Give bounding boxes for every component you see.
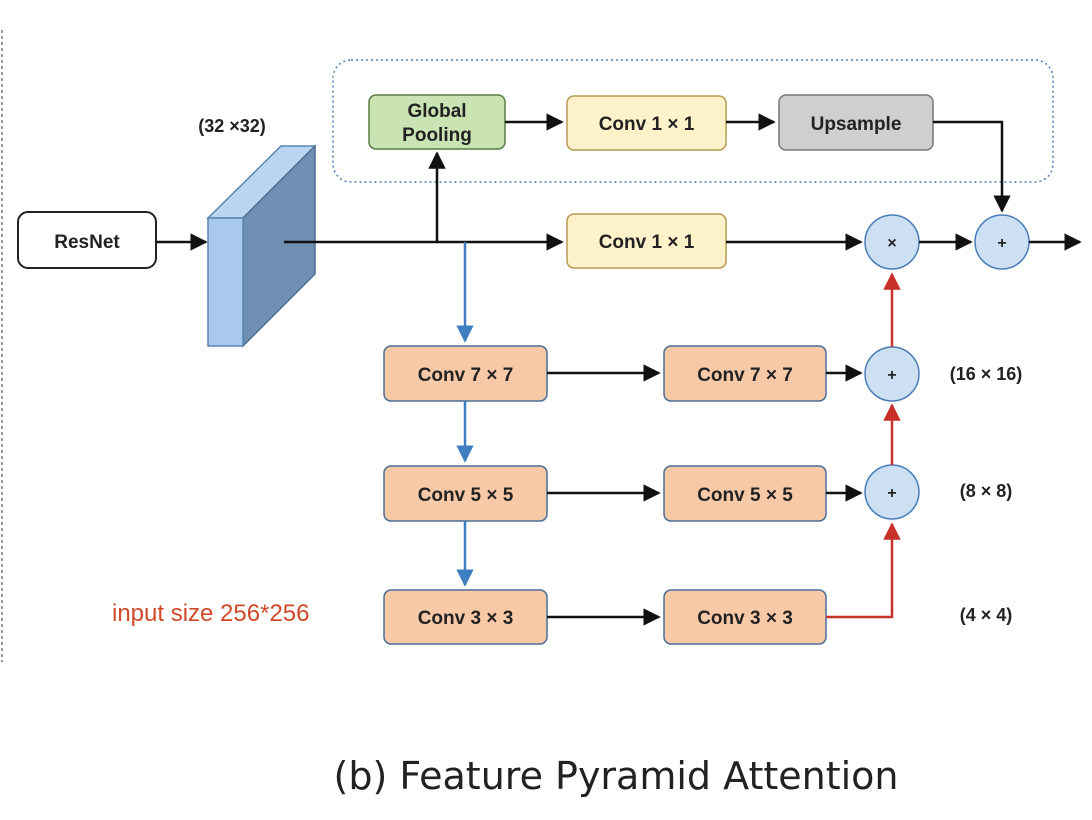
global-conv-1x1-node: Conv 1 × 1	[566, 95, 727, 151]
size-label-4: (4 × 4)	[960, 605, 1013, 625]
upsample-node: Upsample	[778, 94, 934, 151]
pyramid-right-conv-7x7: Conv 7 × 7	[663, 345, 827, 402]
add-op-level-2-symbol: +	[887, 485, 896, 502]
input-size-note: input size 256*256	[112, 600, 309, 627]
add-op-level-1-symbol: +	[887, 367, 896, 384]
size-label-8: (8 × 8)	[960, 481, 1013, 501]
arrow-3x3-up-to-add	[826, 522, 901, 619]
pyramid-right-conv-3x3: Conv 3 × 3	[663, 589, 827, 645]
global-pooling-label-line2: Pooling	[402, 125, 472, 146]
pyramid-down-conv-7x7: Conv 7 × 7	[383, 345, 548, 402]
pyramid-down-label-3x3: Conv 3 × 3	[418, 608, 514, 629]
upsample-label: Upsample	[811, 114, 902, 135]
size-label-16: (16 × 16)	[950, 364, 1023, 384]
global-pooling-label-line1: Global	[407, 101, 466, 122]
main-conv-1x1-node: Conv 1 × 1	[566, 213, 727, 269]
resnet-label: ResNet	[54, 232, 120, 253]
final-add-op: +	[974, 214, 1030, 270]
multiply-op-symbol: ×	[887, 235, 896, 252]
add-op-level-2: +	[864, 464, 920, 520]
feature-map-block	[206, 144, 317, 348]
resnet-node: ResNet	[17, 211, 157, 269]
final-add-op-symbol: +	[997, 235, 1006, 252]
pyramid-down-label-7x7: Conv 7 × 7	[418, 365, 514, 386]
multiply-op: ×	[864, 214, 920, 270]
arrow-upsample-to-add	[933, 120, 1011, 213]
feature-size-label: (32 ×32)	[198, 116, 266, 136]
main-conv-1x1-label: Conv 1 × 1	[599, 232, 695, 253]
pyramid-down-conv-5x5: Conv 5 × 5	[383, 465, 548, 522]
feature-map-front	[207, 217, 244, 347]
pyramid-down-conv-3x3: Conv 3 × 3	[383, 589, 548, 645]
pyramid-down-label-5x5: Conv 5 × 5	[418, 485, 514, 506]
pyramid-right-label-7x7: Conv 7 × 7	[697, 365, 793, 386]
pyramid-right-label-5x5: Conv 5 × 5	[697, 485, 793, 506]
global-context-group	[332, 59, 1054, 183]
diagram-caption: (b) Feature Pyramid Attention	[334, 754, 899, 798]
global-pooling-node: Global Pooling	[368, 94, 506, 150]
pyramid-right-label-3x3: Conv 3 × 3	[697, 608, 793, 629]
pyramid-right-conv-5x5: Conv 5 × 5	[663, 465, 827, 522]
add-op-level-1: +	[864, 346, 920, 402]
global-conv-1x1-label: Conv 1 × 1	[599, 114, 695, 135]
